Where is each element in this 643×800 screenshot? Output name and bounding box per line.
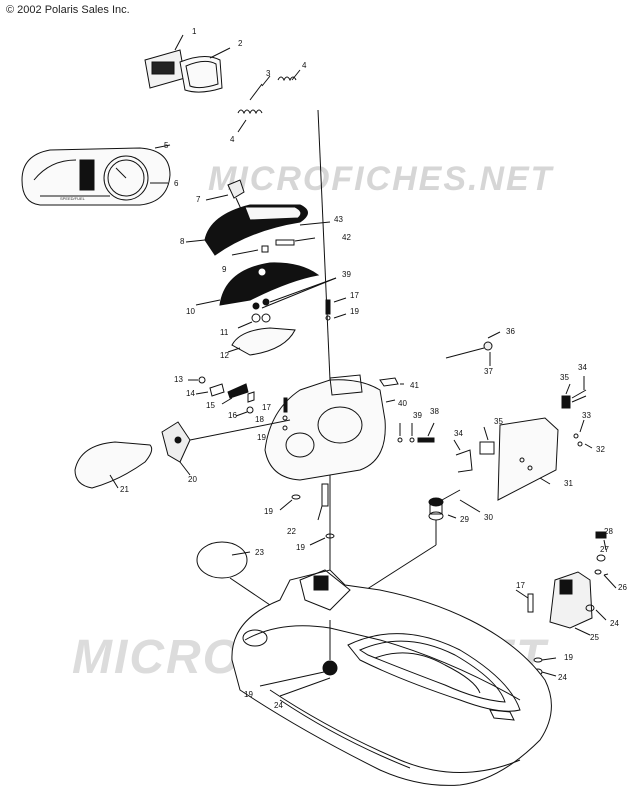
part-label-8: 8	[180, 237, 185, 246]
part-label-2: 2	[238, 39, 243, 48]
part-label-16: 16	[228, 411, 237, 420]
part-label-24: 24	[558, 673, 567, 682]
part-label-19: 19	[350, 307, 359, 316]
part-38-39-14-screws	[397, 422, 435, 443]
part-8-upper-cover	[185, 204, 308, 256]
part-label-19: 19	[244, 690, 253, 699]
part-label-22: 22	[287, 527, 296, 536]
part-12-gasket	[227, 327, 296, 356]
part-label-14: 14	[186, 389, 195, 398]
gauge-label: SPEED/FUEL	[60, 196, 86, 201]
part-label-23: 23	[255, 548, 264, 557]
part-label-37: 37	[484, 367, 493, 376]
part-1-visor-frame	[144, 34, 186, 89]
part-label-4: 4	[230, 135, 235, 144]
part-label-39: 39	[342, 270, 351, 279]
part-label-17: 17	[516, 581, 525, 590]
part-label-17: 17	[262, 403, 271, 412]
part-label-31: 31	[564, 479, 573, 488]
hull-deck	[231, 569, 552, 786]
part-label-25: 25	[590, 633, 599, 642]
part-label-11: 11	[220, 328, 229, 337]
copyright-notice: © 2002 Polaris Sales Inc.	[6, 4, 130, 16]
part-13-16-small-parts	[188, 376, 255, 417]
part-label-9: 9	[222, 265, 227, 274]
part-20-21-mirror	[74, 419, 291, 489]
part-40-dash-housing	[264, 374, 396, 481]
part-32-33-34-35-fasteners	[453, 376, 593, 473]
part-label-24: 24	[274, 701, 283, 710]
part-23-disk	[196, 541, 271, 606]
part-label-43: 43	[334, 215, 343, 224]
part-label-12: 12	[220, 351, 229, 360]
part-label-1: 1	[192, 27, 197, 36]
part-label-32: 32	[596, 445, 605, 454]
part-label-4: 4	[302, 61, 307, 70]
part-label-35: 35	[494, 417, 503, 426]
part-22-bolt	[317, 483, 329, 521]
part-label-36: 36	[506, 327, 515, 336]
part-label-15: 15	[206, 401, 215, 410]
part-label-29: 29	[460, 515, 469, 524]
part-label-17: 17	[350, 291, 359, 300]
part-label-3: 3	[266, 69, 271, 78]
part-2-lens	[179, 47, 231, 93]
part-label-21: 21	[120, 485, 129, 494]
part-label-40: 40	[398, 399, 407, 408]
part-label-19: 19	[264, 507, 273, 516]
part-9-42-43-bolts	[231, 221, 331, 256]
part-17-19-screw-center	[325, 297, 347, 321]
part-label-30: 30	[484, 513, 493, 522]
part-label-42: 42	[342, 233, 351, 242]
part-label-26: 26	[618, 583, 627, 592]
part-label-28: 28	[604, 527, 613, 536]
part-17-18-19-housing-fasteners	[282, 397, 288, 431]
assembly-line-main	[317, 109, 331, 381]
part-label-35: 35	[560, 373, 569, 382]
part-label-6: 6	[174, 179, 179, 188]
part-29-30-switch	[349, 489, 481, 601]
part-label-19: 19	[296, 543, 305, 552]
part-label-27: 27	[600, 545, 609, 554]
part-19-washers	[279, 494, 335, 546]
watermark-top: MICROFICHES.NET	[208, 160, 554, 198]
part-36-37-plug	[445, 331, 501, 366]
part-label-19: 19	[564, 653, 573, 662]
part-label-34: 34	[578, 363, 587, 372]
part-label-38: 38	[430, 407, 439, 416]
part-label-5: 5	[164, 141, 169, 150]
part-label-24: 24	[610, 619, 619, 628]
part-10-lower-cover	[195, 262, 320, 306]
part-label-39: 39	[413, 411, 422, 420]
part-label-19: 19	[257, 433, 266, 442]
part-31-panel	[497, 417, 583, 501]
part-5-gauge-display: SPEED/FUEL	[21, 144, 171, 206]
part-label-41: 41	[410, 381, 419, 390]
part-number-labels: 1234456789101112131415161717171819191919…	[120, 27, 627, 710]
part-label-34: 34	[454, 429, 463, 438]
part-label-18: 18	[255, 415, 264, 424]
part-11-39-fasteners	[237, 277, 337, 329]
part-label-10: 10	[186, 307, 195, 316]
part-3-4-springs	[237, 69, 301, 133]
part-label-13: 13	[174, 375, 183, 384]
part-label-7: 7	[196, 195, 201, 204]
part-label-20: 20	[188, 475, 197, 484]
part-41-clip	[379, 377, 404, 387]
part-label-33: 33	[582, 411, 591, 420]
part-25-bracket	[549, 571, 593, 636]
part-24-26-27-28-fasteners	[515, 531, 617, 677]
